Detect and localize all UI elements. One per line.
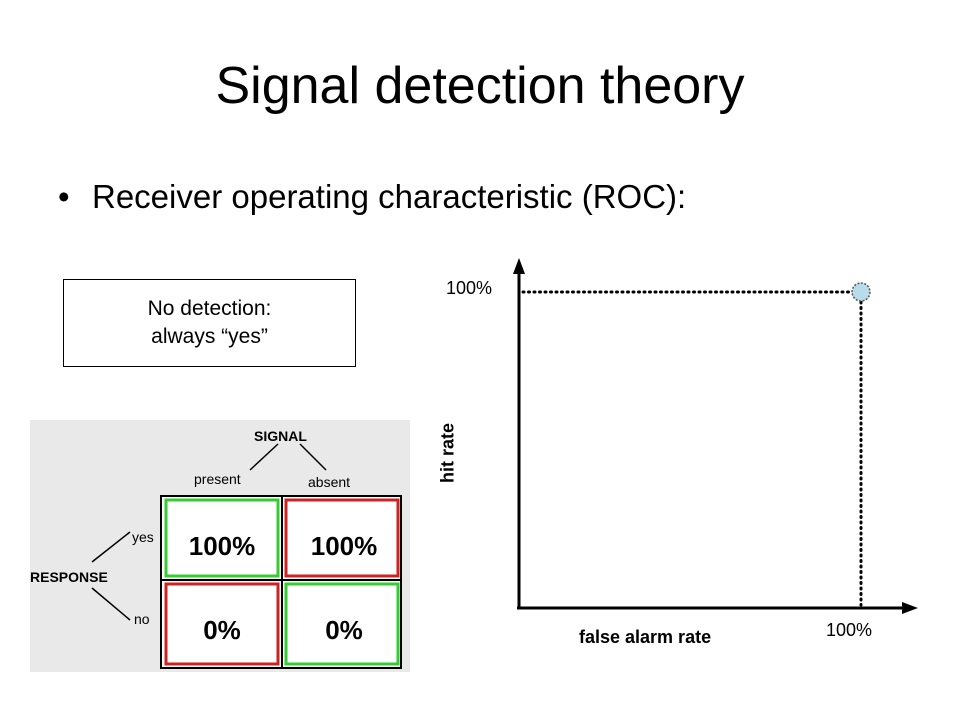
roc-y-axis-label: hit rate [437, 422, 458, 484]
row-label-no: no [134, 611, 150, 627]
cell-border-false-alarm [284, 498, 400, 578]
roc-x-tick-label: 100% [826, 620, 873, 640]
row-label-yes: yes [132, 529, 154, 545]
note-line-2: always “yes” [151, 325, 268, 348]
cell-border-correct-rejection [284, 582, 400, 666]
roc-y-tick-label: 100% [446, 278, 493, 298]
response-matrix-figure: SIGNAL present absent RESPONSE yes no 10… [30, 420, 410, 672]
cell-border-miss [164, 582, 280, 666]
bullet-text: Receiver operating characteristic (ROC): [92, 178, 687, 215]
response-matrix-diagram: SIGNAL present absent RESPONSE yes no 10… [30, 428, 402, 669]
roc-chart-svg [513, 258, 918, 614]
roc-data-point [851, 282, 871, 302]
cell-false-alarm-value: 100% [311, 531, 378, 561]
bullet-dot: • [58, 178, 70, 215]
cell-correct-rejection-value: 0% [325, 615, 363, 645]
response-label: RESPONSE [30, 569, 108, 585]
response-branch-no [91, 587, 131, 621]
slide-title: Signal detection theory [215, 57, 745, 115]
signal-label: SIGNAL [254, 428, 307, 444]
response-branch-yes [91, 531, 131, 563]
roc-x-axis-label: false alarm rate [579, 627, 712, 647]
signal-branch-present [249, 443, 279, 471]
cell-border-hit [164, 498, 280, 578]
cell-miss-value: 0% [203, 615, 241, 645]
bullet-item: • Receiver operating characteristic (ROC)… [58, 178, 686, 216]
roc-x-axis-arrow [902, 602, 918, 614]
cell-hit-value: 100% [189, 531, 256, 561]
column-label-present: present [194, 471, 241, 487]
note-line-1: No detection: [147, 296, 272, 320]
column-label-absent: absent [308, 474, 350, 490]
signal-branch-absent [299, 443, 327, 471]
roc-chart [430, 250, 930, 660]
note-box: No detection: always “yes” [63, 279, 356, 367]
roc-y-axis-arrow [513, 258, 525, 274]
